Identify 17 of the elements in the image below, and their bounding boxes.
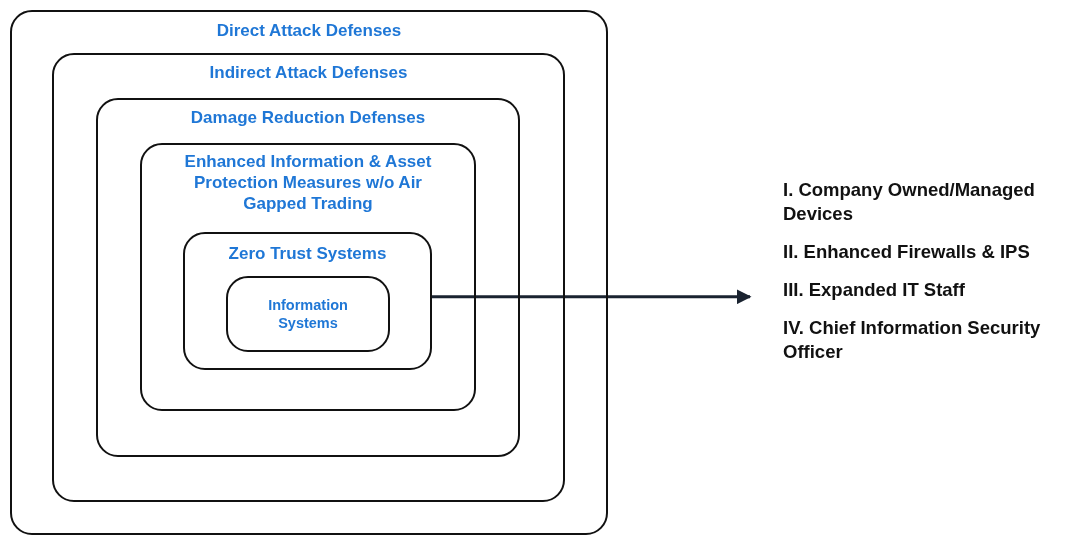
layer-box bbox=[226, 276, 390, 352]
layer-box bbox=[96, 98, 520, 457]
layer-title: Zero Trust Systems bbox=[227, 243, 388, 264]
list-item: III. Expanded IT Staff bbox=[783, 278, 966, 302]
layer-box bbox=[183, 232, 432, 370]
arrow bbox=[432, 289, 752, 305]
layer-box bbox=[52, 53, 565, 502]
layer-title: Direct Attack Defenses bbox=[215, 20, 403, 41]
list-item: I. Company Owned/Managed Devices bbox=[783, 178, 1036, 226]
layer-title: Enhanced Information & Asset Protection Measures w/o Air Gapped Trading bbox=[183, 151, 433, 214]
layer-title: Indirect Attack Defenses bbox=[208, 62, 409, 83]
list-item: IV. Chief Information Security Officer bbox=[783, 316, 1042, 364]
layer-title: Information Systems bbox=[267, 296, 349, 332]
layer-title: Damage Reduction Defenses bbox=[189, 107, 427, 128]
layer-box bbox=[140, 143, 476, 411]
layer-box bbox=[10, 10, 608, 535]
list-item: II. Enhanced Firewalls & IPS bbox=[783, 240, 1031, 264]
